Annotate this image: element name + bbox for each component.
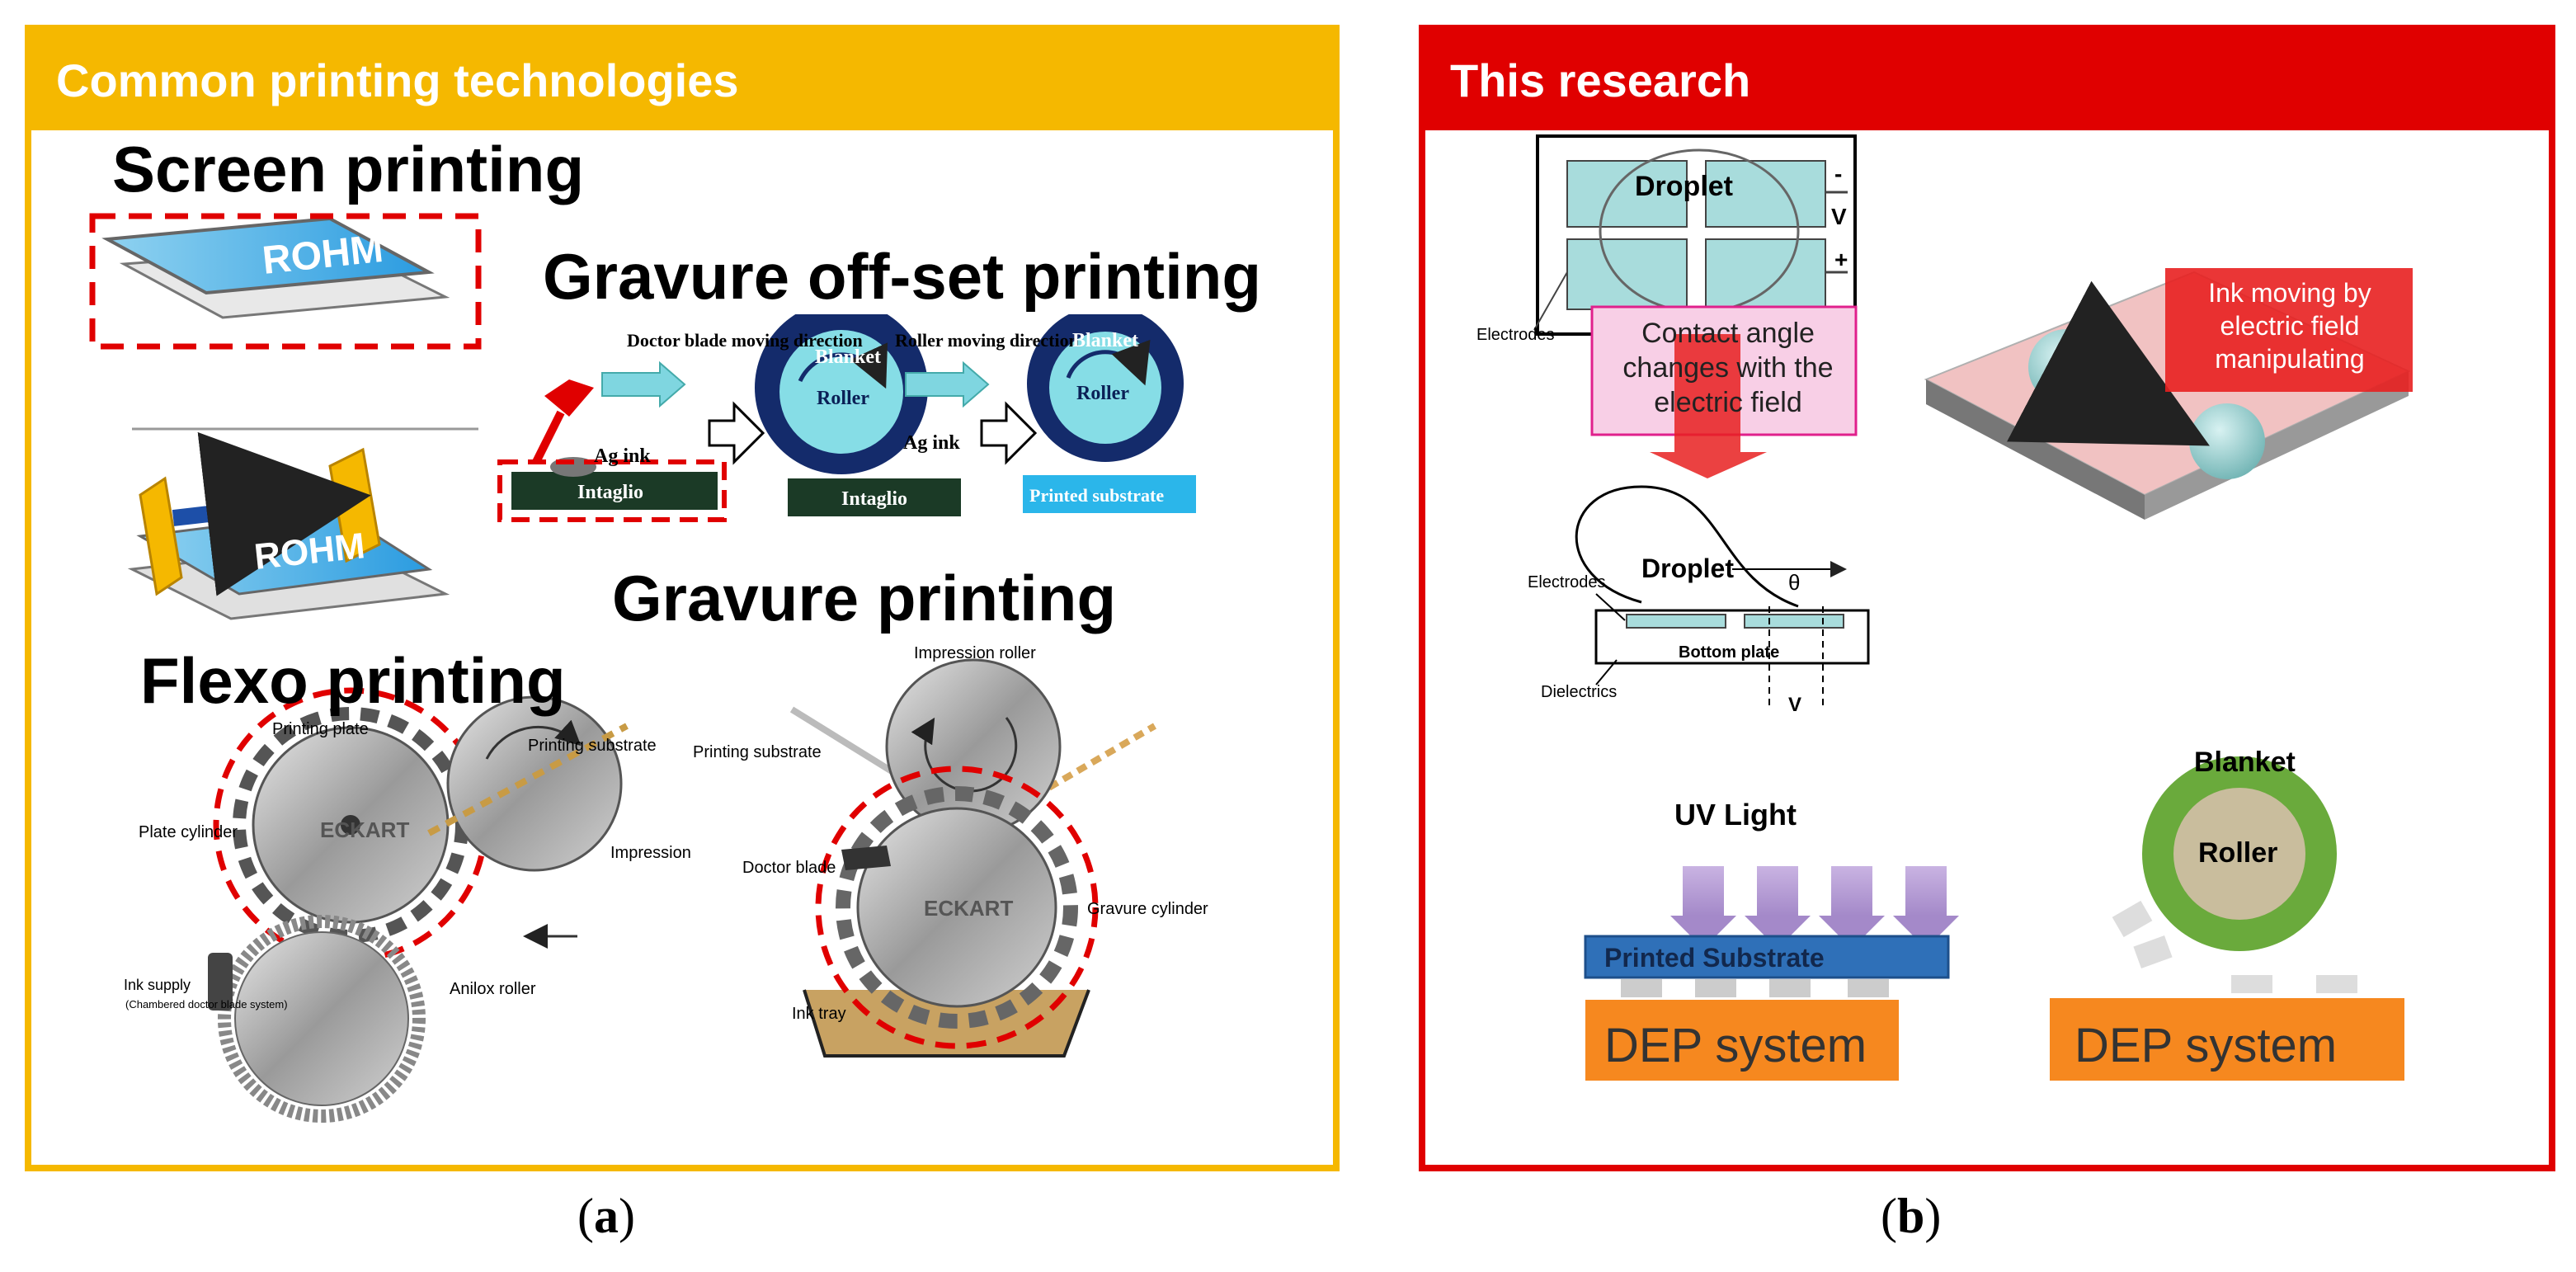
contact-angle-note: Contact angle changes with the electric … — [1622, 318, 1834, 418]
electrodes-label-top: Electrodes — [1476, 326, 1555, 344]
impression-roller-label: Impression roller — [914, 644, 1036, 662]
flexo-printing-substrate-label: Printing substrate — [528, 737, 657, 755]
impression-label: Impression — [610, 844, 691, 862]
panel-b: This research — [1419, 25, 2555, 1171]
doctor-blade-label: Doctor blade — [742, 859, 836, 877]
caption-b: (b) — [1881, 1189, 1942, 1243]
panel-b-header: This research — [1425, 31, 2549, 130]
droplet-label-side: Droplet — [1641, 554, 1734, 583]
blanket-label-b: Blanket — [2194, 747, 2296, 778]
intaglio-label-2: Intaglio — [841, 488, 907, 510]
dep-system-label-1: DEP system — [1604, 1019, 1867, 1072]
theta-label: θ — [1788, 570, 1800, 595]
printed-substrate-label-b: Printed Substrate — [1604, 943, 1825, 973]
gravure-diagram — [789, 658, 1157, 1058]
flexo-brand: ECKART — [320, 817, 409, 842]
panel-a: Common printing technologies — [25, 25, 1340, 1171]
electrodes-label-side: Electrodes — [1528, 573, 1606, 591]
screen-highlight — [89, 213, 482, 350]
roller-label-2: Roller — [1076, 383, 1129, 404]
gravure-cylinder-label: Gravure cylinder — [1087, 900, 1208, 918]
dielectrics-label: Dielectrics — [1541, 683, 1617, 701]
printing-plate-label: Printing plate — [272, 720, 369, 738]
gravure-printing-title: Gravure printing — [612, 562, 1117, 634]
uv-dep-diagram — [1584, 866, 1959, 1081]
bottom-plate-label: Bottom plate — [1679, 643, 1779, 662]
voltage-label-side: V — [1788, 694, 1801, 716]
gravure-offset-title: Gravure off-set printing — [538, 239, 1267, 314]
ink-board-diagram — [1924, 268, 2413, 520]
uv-light-label: UV Light — [1674, 798, 1797, 832]
minus-sign: - — [1834, 161, 1842, 186]
gravure-printing-substrate-label: Printing substrate — [693, 743, 822, 761]
doctor-blade-direction-label: Doctor blade moving direction — [627, 330, 863, 351]
screen-frame-2 — [127, 431, 450, 620]
anilox-roller-label: Anilox roller — [450, 980, 536, 998]
ink-moving-note: Ink moving by electric field manipulatin… — [2208, 278, 2371, 374]
roller-label-b: Roller — [2198, 837, 2277, 869]
blanket-label-1: Blanket — [815, 346, 881, 368]
ink-tray-label: Ink tray — [792, 1005, 846, 1023]
flexo-printing-title: Flexo printing — [140, 644, 566, 717]
caption-a: (a) — [577, 1189, 635, 1243]
droplet-label-top: Droplet — [1635, 171, 1733, 202]
blanket-label-2: Blanket — [1072, 330, 1138, 351]
roller-dep-diagram — [2050, 756, 2404, 1081]
printed-substrate-label: Printed substrate — [1029, 485, 1164, 506]
gravure-brand: ECKART — [924, 896, 1013, 921]
panel-a-header: Common printing technologies — [31, 31, 1333, 130]
voltage-label-top: V — [1831, 204, 1847, 229]
ink-supply-label: Ink supply — [124, 977, 191, 993]
screen-printing-title: Screen printing — [112, 133, 585, 205]
ink-supply-sub-label: (Chambered doctor blade system) — [125, 998, 288, 1011]
intaglio-label-1: Intaglio — [577, 482, 643, 503]
screen-title-bg — [58, 142, 701, 152]
top-view-diagram — [1533, 134, 1858, 478]
ag-ink-label-2: Ag ink — [903, 432, 960, 454]
plus-sign: + — [1834, 247, 1848, 272]
flexo-diagram — [208, 687, 629, 1123]
side-view-diagram — [1575, 485, 1870, 709]
offset-diagram — [497, 301, 1196, 522]
ag-ink-label-1: Ag ink — [594, 445, 651, 467]
roller-label-1: Roller — [817, 388, 869, 409]
roller-direction-label: Roller moving direction — [895, 330, 1079, 351]
dep-system-label-2: DEP system — [2074, 1019, 2337, 1072]
plate-cylinder-label: Plate cylinder — [139, 823, 238, 841]
screen-frame-1 — [101, 216, 450, 319]
